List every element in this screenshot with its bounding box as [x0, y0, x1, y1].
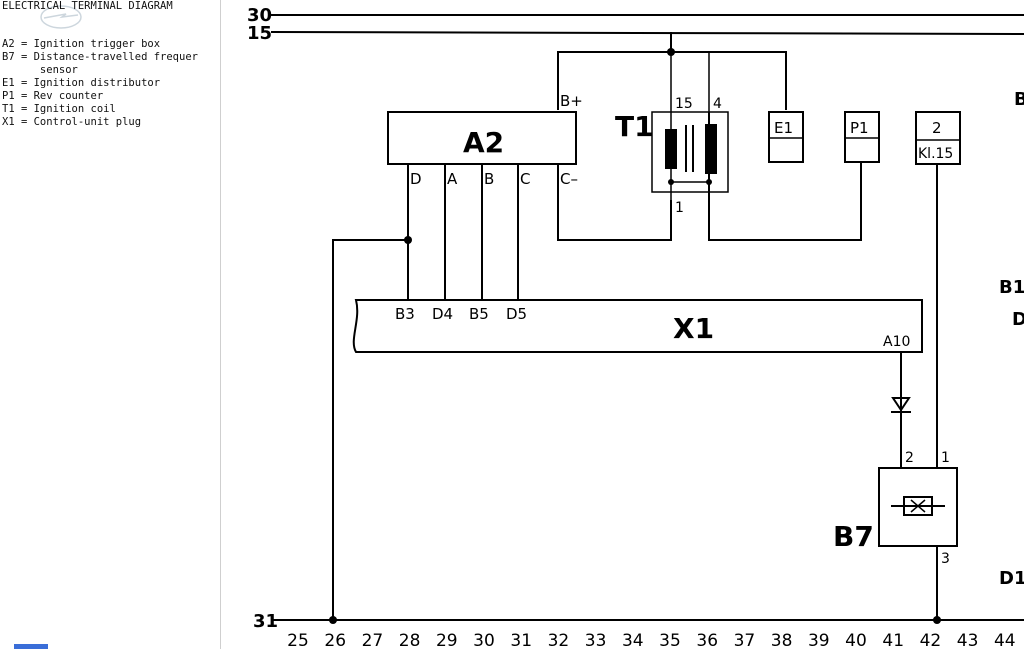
- edge-label-d: D: [1012, 309, 1024, 330]
- edge-label-b1: B1.: [999, 277, 1024, 298]
- grid-number-28: 28: [399, 631, 421, 649]
- grid-number-35: 35: [659, 631, 681, 649]
- x1-pin-d4: D4: [432, 305, 453, 323]
- wire-cminus-t1: [557, 163, 672, 241]
- rail-15-line: [270, 31, 1024, 35]
- grid-number-25: 25: [287, 631, 309, 649]
- grid-number-43: 43: [957, 631, 979, 649]
- grid-number-30: 30: [473, 631, 495, 649]
- wire-t1-p1: [708, 112, 862, 241]
- grid-number-44: 44: [994, 631, 1016, 649]
- grid-number-34: 34: [622, 631, 644, 649]
- t1-pin-4: 4: [713, 96, 722, 112]
- e1-box: [768, 111, 804, 163]
- grid-number-37: 37: [734, 631, 756, 649]
- kl15-label: Kl.15: [918, 146, 953, 162]
- grid-number-38: 38: [771, 631, 793, 649]
- t1-pin-15: 15: [675, 96, 693, 112]
- legend-title: ELECTRICAL TERMINAL DIAGRAM: [2, 0, 173, 12]
- watermark-logo: [16, 3, 106, 31]
- grid-number-36: 36: [696, 631, 718, 649]
- legend-item-b7: B7 = Distance-travelled frequer: [2, 51, 198, 63]
- wiring-diagram-svg: 30 15 31 A2 B+ C– D A B C T1 15 4 1 E1 P…: [247, 5, 1024, 651]
- legend-item-b7-cont: sensor: [2, 64, 78, 76]
- grid-number-31: 31: [510, 631, 532, 649]
- grid-number-41: 41: [882, 631, 904, 649]
- grid-number-40: 40: [845, 631, 867, 649]
- junction-dot: [706, 179, 712, 185]
- a2-pin-a: A: [447, 170, 458, 188]
- junction-dot: [933, 616, 941, 624]
- t1-secondary-winding: [705, 124, 717, 174]
- b7-label: B7: [833, 520, 874, 553]
- x1-pin-d5: D5: [506, 305, 527, 323]
- x1-label: X1: [673, 312, 714, 345]
- legend-item-e1: E1 = Ignition distributor: [2, 77, 161, 89]
- a2-pin-b: B: [484, 170, 494, 188]
- grid-number-32: 32: [548, 631, 570, 649]
- edge-label-d1: D1: [999, 568, 1024, 589]
- t1-primary-winding: [665, 129, 677, 169]
- junction-dot: [668, 179, 674, 185]
- b7-pin-1: 1: [941, 450, 950, 466]
- junction-dot: [667, 48, 675, 56]
- wiring-diagram: 30 15 31 A2 B+ C– D A B C T1 15 4 1 E1 P…: [221, 0, 1024, 651]
- t1-label: T1: [615, 110, 654, 143]
- app-icon[interactable]: [14, 644, 48, 649]
- legend-item-t1: T1 = Ignition coil: [2, 103, 116, 115]
- a2-cminus-label: C–: [560, 170, 578, 188]
- grid-number-27: 27: [362, 631, 384, 649]
- sensor-icon: [903, 496, 933, 516]
- t1-box: [651, 111, 729, 193]
- grid-numbers: 25 26 27 28 29 30 31 32 33 34 35 36 37 38 39 40 41 42 43 44: [287, 631, 1016, 651]
- p1-box: [844, 111, 880, 163]
- p1-label: P1: [850, 119, 869, 137]
- x1-pin-b3: B3: [395, 305, 415, 323]
- legend-item-a2: A2 = Ignition trigger box: [2, 38, 161, 50]
- x1-pin-a10: A10: [883, 334, 910, 350]
- grid-number-42: 42: [920, 631, 942, 649]
- x1-pin-b5: B5: [469, 305, 489, 323]
- junction-dot: [404, 236, 412, 244]
- grid-number-33: 33: [585, 631, 607, 649]
- a2-label: A2: [463, 126, 504, 159]
- edge-label-b: B: [1014, 89, 1024, 110]
- legend-item-x1: X1 = Control-unit plug: [2, 116, 142, 128]
- b7-pin-3: 3: [941, 551, 950, 567]
- legend-item-p1: P1 = Rev counter: [2, 90, 104, 102]
- a2-bplus-label: B+: [560, 92, 583, 110]
- kl15-num: 2: [932, 119, 942, 137]
- diode-icon: [891, 397, 911, 412]
- rail-15-label: 15: [247, 23, 272, 44]
- b7-pin-2: 2: [905, 450, 914, 466]
- rail-31-label: 31: [253, 611, 278, 632]
- a2-pin-d: D: [410, 170, 422, 188]
- grid-number-39: 39: [808, 631, 830, 649]
- b7-box: [878, 467, 958, 547]
- opel-logo-icon: [40, 5, 82, 29]
- a2-pin-c: C: [520, 170, 530, 188]
- grid-number-26: 26: [324, 631, 346, 649]
- legend-panel: ELECTRICAL TERMINAL DIAGRAM A2 = Ignitio…: [0, 0, 221, 649]
- grid-number-29: 29: [436, 631, 458, 649]
- rail-30-label: 30: [247, 5, 272, 26]
- wire-a2-d-ground: [332, 239, 408, 620]
- t1-pin-1: 1: [675, 200, 684, 216]
- junction-dot: [329, 616, 337, 624]
- wire-bplus-e1: [557, 51, 787, 110]
- e1-label: E1: [774, 119, 793, 137]
- x1-plug: [352, 299, 923, 353]
